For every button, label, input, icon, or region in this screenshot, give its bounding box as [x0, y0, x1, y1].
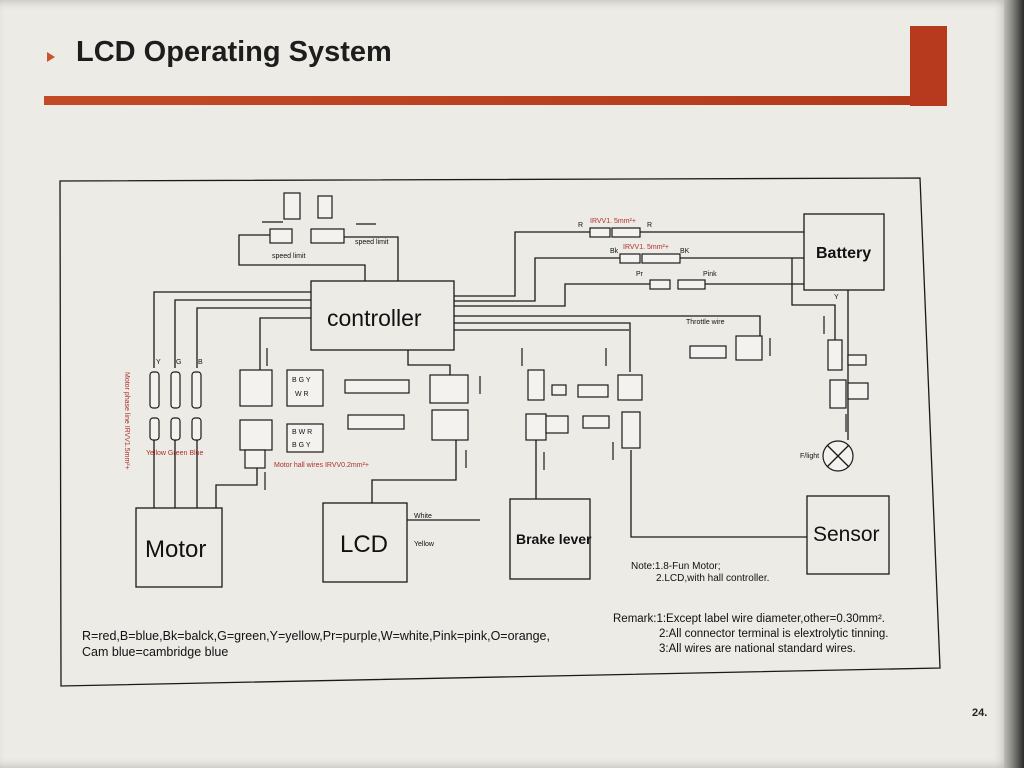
title-accent-block	[910, 26, 947, 106]
sensor-label: Sensor	[813, 523, 880, 546]
speed-limit-label-left: speed limit	[272, 253, 306, 260]
note-line-1: Note:1.8-Fun Motor;	[631, 561, 721, 572]
phase-y-label: Y	[156, 359, 161, 366]
phase-colors-label: Yellow Green Blue	[146, 450, 203, 457]
title-arrow-icon	[47, 52, 55, 62]
hall-wires-label: Motor hall wires IRVV0.2mm²+	[274, 462, 369, 469]
wire-r-spec: IRVV1. 5mm²+	[590, 218, 636, 225]
wire-r-label: R	[578, 222, 583, 229]
hall-bottom-row2: B G Y	[292, 442, 311, 449]
battery-box	[803, 213, 885, 291]
speed-limit-plug-left	[269, 228, 293, 244]
speed-limit-plug-right	[310, 228, 345, 244]
hall-top-row1: B G Y	[292, 377, 311, 384]
remark-line-3: 3:All wires are national standard wires.	[659, 643, 856, 655]
wire-pr-label: Pr	[636, 271, 644, 278]
page-number: 24.	[972, 707, 988, 719]
brake-lever-label: Brake lever	[516, 531, 592, 547]
controller-label: controller	[327, 305, 422, 331]
title-underline-bar	[44, 96, 914, 105]
wire-bk-label: Bk	[610, 248, 619, 255]
note-block: Note:1.8-Fun Motor; 2.LCD,with hall cont…	[631, 561, 769, 585]
wire-bk-right-label: BK	[680, 248, 690, 255]
lcd-white-label: White	[414, 513, 432, 520]
throttle-wire-label: Throttle wire	[686, 319, 725, 326]
diagram-frame	[59, 177, 941, 687]
page-title: LCD Operating System	[76, 36, 392, 68]
lcd-box	[322, 502, 408, 583]
motor-box	[135, 507, 223, 588]
brake-lever-box	[509, 498, 591, 580]
color-legend: R=red,B=blue,Bk=balck,G=green,Y=yellow,P…	[82, 628, 550, 660]
note-line-2: 2.LCD,with hall controller.	[656, 573, 770, 584]
remark-block: Remark:1:Except label wire diameter,othe…	[613, 612, 888, 657]
remark-line-1: Remark:1:Except label wire diameter,othe…	[613, 613, 885, 625]
speed-limit-connector-a	[283, 192, 301, 220]
phase-g-label: G	[176, 359, 181, 366]
motor-phase-line-label: Motor phase line IRVV1.5mm²+	[123, 372, 130, 470]
wire-r-right-label: R	[647, 222, 652, 229]
lcd-yellow-label: Yellow	[414, 541, 435, 548]
hall-bottom-row1: B W R	[292, 429, 312, 436]
lcd-label: LCD	[340, 531, 388, 558]
phase-b-label: B	[198, 359, 203, 366]
motor-label: Motor	[145, 536, 206, 563]
battery-label: Battery	[816, 245, 871, 262]
speed-limit-connector-b	[317, 195, 333, 219]
flight-label: F/light	[800, 453, 819, 460]
legend-line-2: Cam blue=cambridge blue	[82, 645, 229, 659]
speed-limit-label-right: speed limit	[355, 239, 389, 246]
sensor-box	[806, 495, 890, 575]
battery-y-label: Y	[834, 294, 839, 301]
wire-bk-spec: IRVV1. 5mm²+	[623, 244, 669, 251]
legend-line-1: R=red,B=blue,Bk=balck,G=green,Y=yellow,P…	[82, 629, 550, 643]
hall-top-row2: W R	[295, 391, 309, 398]
book-edge	[1004, 0, 1024, 768]
remark-line-2: 2:All connector terminal is elextrolytic…	[659, 628, 889, 640]
wire-pink-label: Pink	[703, 271, 717, 278]
